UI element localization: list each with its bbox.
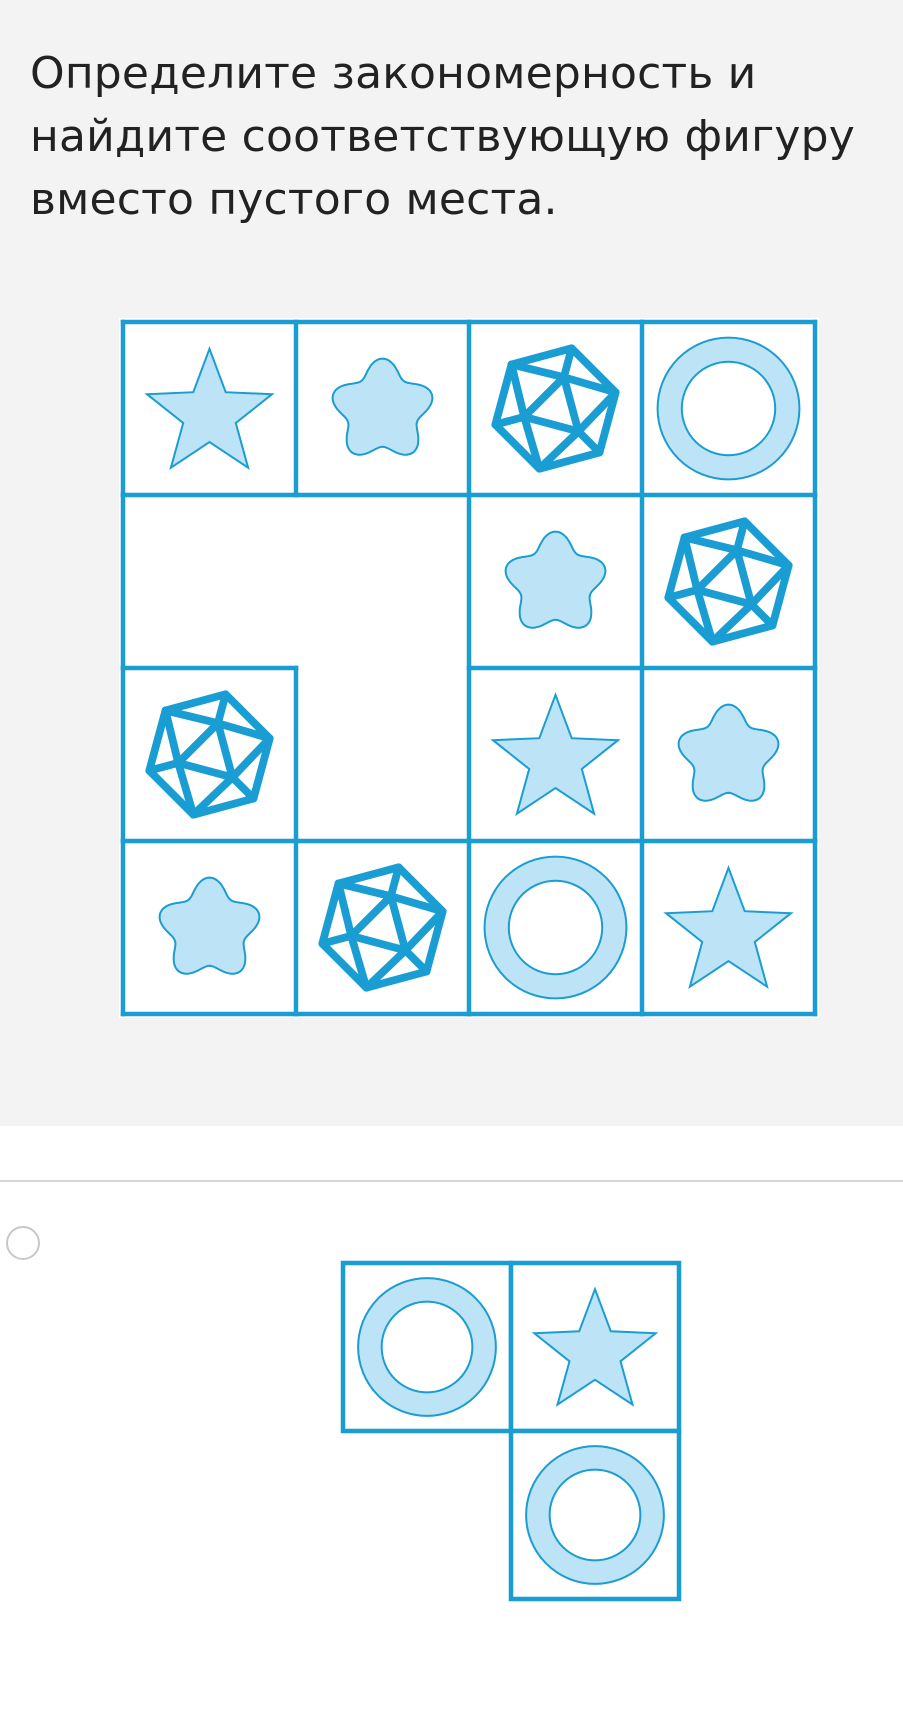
icosahedron-icon xyxy=(491,344,620,473)
star-icon xyxy=(663,864,794,990)
icosahedron-icon xyxy=(664,517,793,646)
ring-icon xyxy=(525,1445,665,1585)
grid-cell xyxy=(158,876,261,975)
puzzle-grid xyxy=(119,318,819,1018)
grid-cell xyxy=(491,344,620,473)
grid-cell xyxy=(144,345,275,471)
question-text: Определите закономерность и найдите соот… xyxy=(30,48,856,225)
grid-cell xyxy=(664,517,793,646)
answer-cells xyxy=(340,1260,682,1602)
answer-cell xyxy=(508,1428,682,1602)
grid-cell xyxy=(656,336,801,481)
grid-cell xyxy=(490,691,621,817)
star-icon xyxy=(490,691,621,817)
ring-icon xyxy=(656,336,801,481)
answer-cell xyxy=(508,1260,682,1434)
icosahedron-icon xyxy=(318,863,447,992)
grid-lines xyxy=(120,319,818,1017)
ring-icon xyxy=(483,855,628,1000)
grid-cell xyxy=(483,855,628,1000)
grid-cell xyxy=(663,864,794,990)
grid-cell xyxy=(145,690,274,819)
grid-cells xyxy=(144,336,801,1000)
star-icon xyxy=(144,345,275,471)
flower-icon xyxy=(158,876,261,975)
grid-cell xyxy=(677,703,780,802)
answer-radio-button[interactable] xyxy=(6,1226,40,1260)
icosahedron-icon xyxy=(145,690,274,819)
answer-cell xyxy=(340,1260,514,1434)
flower-icon xyxy=(677,703,780,802)
grid-cell xyxy=(318,863,447,992)
divider xyxy=(0,1180,903,1182)
star-icon xyxy=(531,1286,659,1407)
grid-cell xyxy=(331,357,434,456)
ring-icon xyxy=(357,1277,497,1417)
grid-cell xyxy=(504,530,607,629)
flower-icon xyxy=(331,357,434,456)
flower-icon xyxy=(504,530,607,629)
